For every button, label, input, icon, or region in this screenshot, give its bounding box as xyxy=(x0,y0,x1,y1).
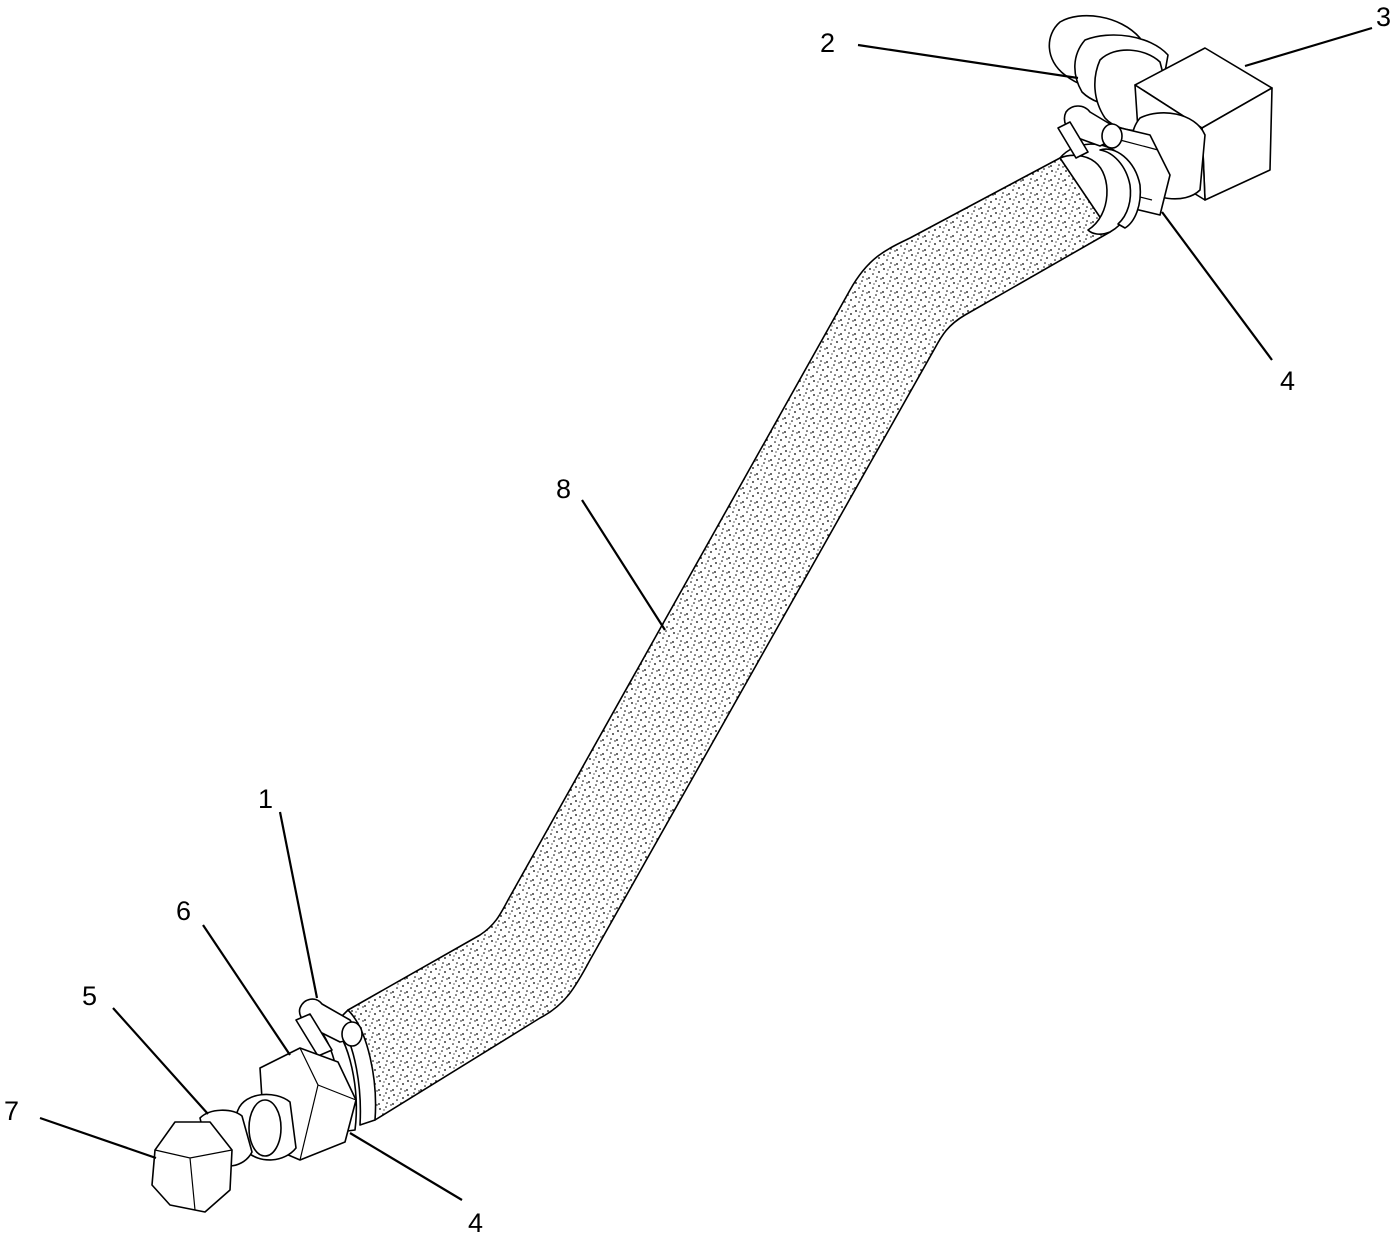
leader-4-upper xyxy=(1161,211,1273,361)
callout-5: 5 xyxy=(82,981,97,1011)
lower-clamp-screw-head xyxy=(341,1021,363,1047)
leader-2 xyxy=(857,43,1079,80)
adapter-face xyxy=(248,1099,282,1157)
upper-fitting-assembly xyxy=(1048,15,1273,235)
leader-7 xyxy=(39,1116,157,1160)
leader-6 xyxy=(202,924,291,1056)
callout-labels: 1 2 3 4 4 5 6 7 8 xyxy=(4,2,1391,1238)
callout-7: 7 xyxy=(4,1096,19,1126)
upper-clamp-tab xyxy=(1057,121,1089,159)
callout-2: 2 xyxy=(820,28,835,58)
upper-clamp-screw-head xyxy=(1101,123,1123,149)
leader-4-lower xyxy=(349,1132,463,1201)
leader-5 xyxy=(112,1007,209,1115)
callout-8: 8 xyxy=(556,474,571,504)
hose xyxy=(347,157,1111,1121)
leader-3 xyxy=(1244,26,1373,68)
callout-4-lower: 4 xyxy=(468,1208,483,1238)
leader-lines xyxy=(39,26,1373,1201)
callout-6: 6 xyxy=(176,896,191,926)
callout-1: 1 xyxy=(258,784,273,814)
lower-clamp-tab xyxy=(295,1013,333,1057)
leader-1 xyxy=(278,811,319,999)
leader-8 xyxy=(581,499,666,631)
upper-clamp-ring xyxy=(1099,148,1142,229)
lower-fitting-assembly xyxy=(151,998,377,1213)
hex-plug xyxy=(151,1121,233,1213)
callout-3: 3 xyxy=(1376,2,1391,32)
callout-4-upper: 4 xyxy=(1280,366,1295,396)
